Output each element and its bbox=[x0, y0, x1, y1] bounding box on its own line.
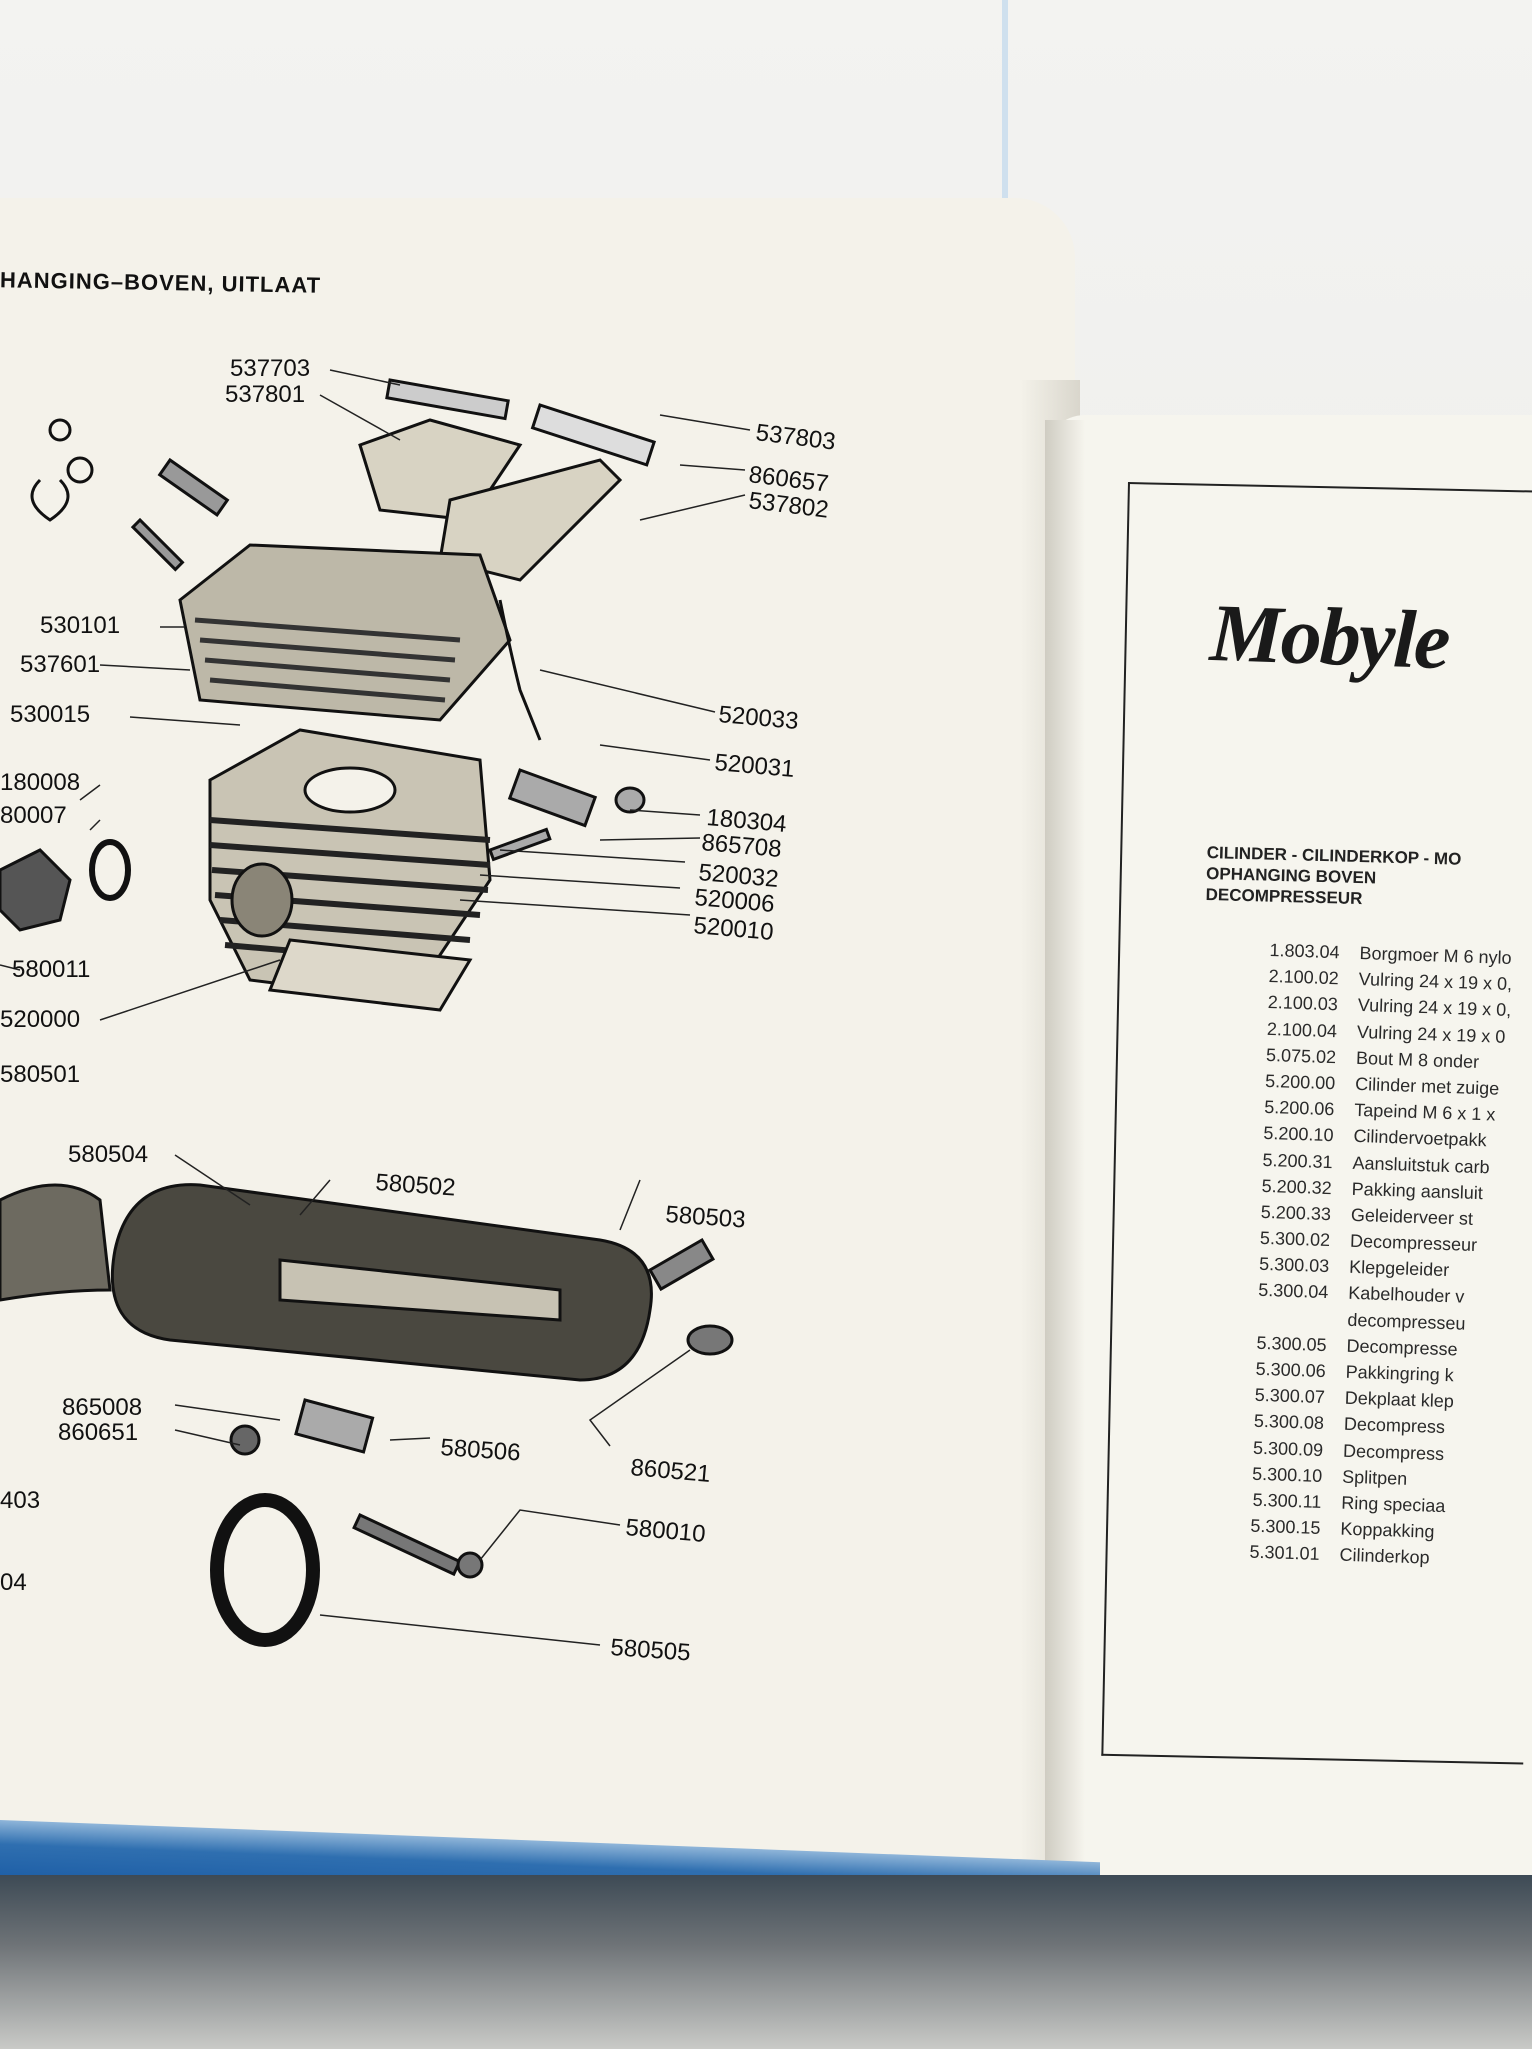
brand-logo: Mobyle bbox=[1208, 586, 1451, 687]
callout: 580502 bbox=[375, 1169, 457, 1202]
gutter-shadow-right bbox=[1045, 420, 1085, 1910]
callout: 520031 bbox=[713, 749, 795, 783]
callout: 04 bbox=[0, 1569, 27, 1596]
callout: 580503 bbox=[665, 1201, 747, 1234]
callout: 865008 bbox=[62, 1394, 142, 1421]
section-title: CILINDER - CILINDERKOP - MO OPHANGING BO… bbox=[1205, 842, 1527, 913]
head-bracket-drawing bbox=[358, 378, 657, 582]
right-page bbox=[1045, 415, 1532, 1915]
callout: 865708 bbox=[700, 829, 782, 863]
callout: 520033 bbox=[717, 701, 799, 735]
callout: 537801 bbox=[225, 381, 305, 408]
callout: 403 bbox=[0, 1487, 40, 1514]
callout: 520000 bbox=[0, 1006, 80, 1033]
exploded-parts-diagram: 537703 537801 537803 860657 537802 53010… bbox=[0, 355, 837, 1667]
callout: 530101 bbox=[40, 612, 120, 639]
cylinder-drawing bbox=[208, 728, 492, 1012]
callout: 580010 bbox=[624, 1514, 706, 1548]
callout: 580506 bbox=[440, 1434, 522, 1467]
callout: 537803 bbox=[754, 419, 837, 456]
intake-nut-drawing bbox=[0, 839, 131, 932]
spark-plug-and-small-parts-drawing bbox=[30, 418, 230, 572]
table-shadow bbox=[0, 1875, 1532, 2049]
callout: 80007 bbox=[0, 802, 67, 829]
exhaust-clamp-drawing bbox=[210, 1398, 484, 1647]
callout: 537601 bbox=[20, 651, 100, 678]
callout: 580011 bbox=[12, 956, 90, 983]
callout: 530015 bbox=[10, 701, 90, 728]
callout: 180008 bbox=[0, 769, 80, 796]
page-header: HANGING–BOVEN, UITLAAT bbox=[0, 267, 322, 298]
callout: 580504 bbox=[68, 1141, 148, 1168]
callout: 537703 bbox=[230, 355, 310, 382]
callout: 580505 bbox=[610, 1634, 692, 1667]
callout: 580501 bbox=[0, 1061, 80, 1088]
callout: 860651 bbox=[58, 1419, 138, 1446]
exhaust-silencer-drawing bbox=[0, 1183, 734, 1382]
part-number: 5.301.01 bbox=[1249, 1541, 1320, 1565]
intake-parts-drawing bbox=[488, 599, 646, 862]
cylinder-head-drawing bbox=[178, 543, 512, 722]
callout: 860521 bbox=[629, 1454, 711, 1488]
callout: 520010 bbox=[692, 912, 774, 946]
leader-lines bbox=[0, 369, 751, 1646]
